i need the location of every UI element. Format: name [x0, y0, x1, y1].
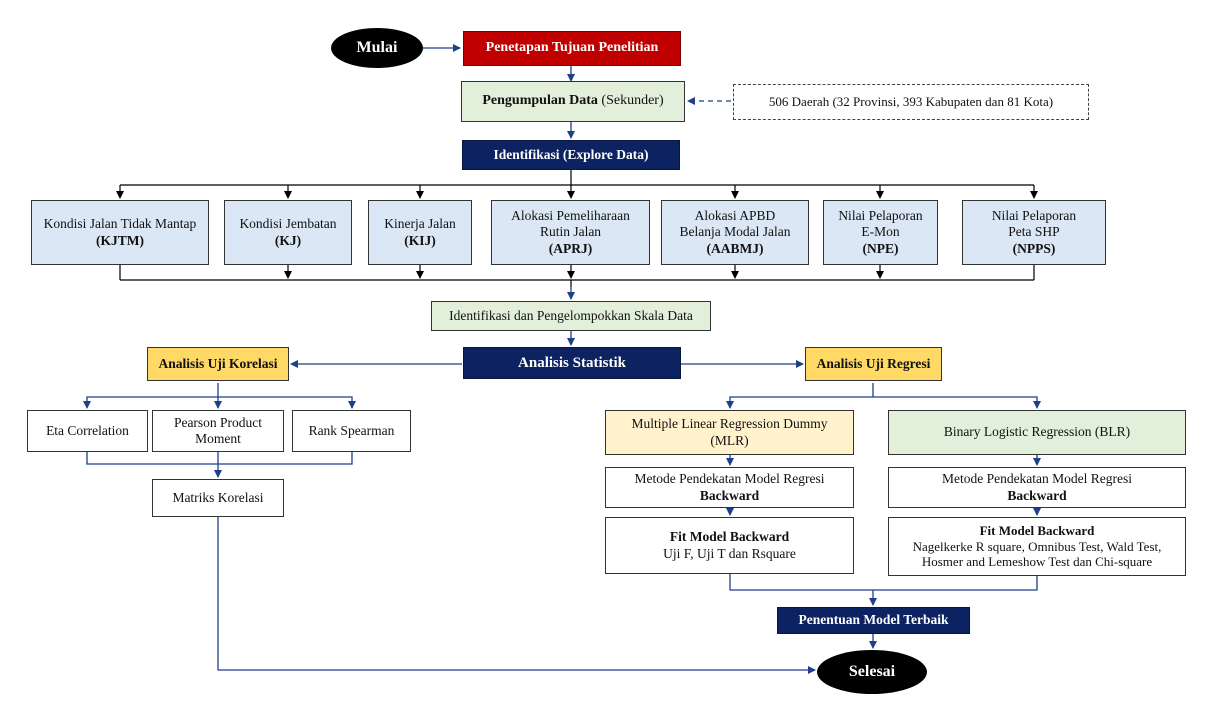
identify-box: Identifikasi (Explore Data)	[462, 140, 680, 170]
variable-aprj: Alokasi Pemeliharaan Rutin Jalan (APRJ)	[491, 200, 650, 265]
goal-box: Penetapan Tujuan Penelitian	[463, 31, 681, 66]
collection-bold: Pengumpulan Data	[482, 93, 598, 109]
fit-title: Fit Model Backward	[979, 523, 1095, 539]
scale-box: Identifikasi dan Pengelompokkan Skala Da…	[431, 301, 711, 331]
regression-label: Analisis Uji Regresi	[816, 355, 931, 371]
variable-kjtm: Kondisi Jalan Tidak Mantap (KJTM)	[31, 200, 209, 265]
method-eta: Eta Correlation	[27, 410, 148, 452]
variable-code: (KJTM)	[96, 232, 144, 248]
variable-aabmj: Alokasi APBD Belanja Modal Jalan (AABMJ)	[661, 200, 809, 265]
variable-code: (NPPS)	[1012, 240, 1056, 256]
variable-code: (AABMJ)	[706, 240, 764, 256]
fit-detail: Hosmer and Lemeshow Test dan Chi-square	[921, 554, 1153, 570]
variable-line: Nilai Pelaporan	[838, 208, 923, 224]
collection-normal: (Sekunder)	[601, 93, 664, 109]
variable-line: Alokasi Pemeliharaan	[511, 208, 630, 224]
matrix-box: Matriks Korelasi	[152, 479, 284, 517]
approach-bold: Backward	[1007, 487, 1067, 503]
variable-line: Peta SHP	[1008, 224, 1060, 240]
statistic-label: Analisis Statistik	[518, 355, 626, 371]
variable-code: (KJ)	[274, 232, 302, 248]
blr-fit-box: Fit Model Backward Nagelkerke R square, …	[888, 517, 1186, 576]
blr-approach-box: Metode Pendekatan Model Regresi Backward	[888, 467, 1186, 508]
variable-code: (KIJ)	[404, 232, 436, 248]
fit-detail: Uji F, Uji T dan Rsquare	[663, 545, 796, 561]
fit-detail: Nagelkerke R square, Omnibus Test, Wald …	[912, 538, 1162, 554]
variable-line: Belanja Modal Jalan	[679, 224, 791, 240]
statistic-box: Analisis Statistik	[463, 347, 681, 379]
start-label: Mulai	[356, 39, 398, 57]
method-line: Moment	[195, 431, 241, 446]
variable-npe: Nilai Pelaporan E-Mon (NPE)	[823, 200, 938, 265]
source-label: 506 Daerah (32 Provinsi, 393 Kabupaten d…	[768, 94, 1054, 110]
fit-title: Fit Model Backward	[669, 529, 790, 545]
method-line: Rank Spearman	[308, 422, 395, 438]
blr-box: Binary Logistic Regression (BLR)	[888, 410, 1186, 455]
variable-line: E-Mon	[861, 224, 900, 240]
regression-box: Analisis Uji Regresi	[805, 347, 942, 381]
method-spearman: Rank Spearman	[292, 410, 411, 452]
correlation-label: Analisis Uji Korelasi	[158, 355, 278, 371]
mlr-line: Multiple Linear Regression Dummy	[631, 416, 828, 432]
scale-label: Identifikasi dan Pengelompokkan Skala Da…	[449, 307, 693, 323]
goal-label: Penetapan Tujuan Penelitian	[485, 40, 659, 56]
variable-line: Kondisi Jembatan	[239, 216, 337, 232]
mlr-line: (MLR)	[710, 432, 749, 448]
variable-code: (NPE)	[862, 240, 899, 256]
variable-kij: Kinerja Jalan (KIJ)	[368, 200, 472, 265]
source-box: 506 Daerah (32 Provinsi, 393 Kabupaten d…	[733, 84, 1089, 120]
collection-box: Pengumpulan Data (Sekunder)	[461, 81, 685, 122]
method-line: Pearson Product	[173, 414, 263, 430]
variable-line: Alokasi APBD	[694, 208, 776, 224]
mlr-approach-box: Metode Pendekatan Model Regresi Backward	[605, 467, 854, 508]
mlr-box: Multiple Linear Regression Dummy (MLR)	[605, 410, 854, 455]
method-line: Eta Correlation	[46, 422, 129, 438]
correlation-box: Analisis Uji Korelasi	[147, 347, 289, 381]
variable-kj: Kondisi Jembatan (KJ)	[224, 200, 352, 265]
variable-line: Nilai Pelaporan	[991, 208, 1077, 224]
approach-bold: Backward	[699, 487, 760, 503]
best-model-label: Penentuan Model Terbaik	[798, 612, 949, 628]
matrix-label: Matriks Korelasi	[172, 489, 264, 505]
variable-npps: Nilai Pelaporan Peta SHP (NPPS)	[962, 200, 1106, 265]
variable-code: (APRJ)	[548, 240, 593, 256]
mlr-fit-box: Fit Model Backward Uji F, Uji T dan Rsqu…	[605, 517, 854, 574]
approach-line: Metode Pendekatan Model Regresi	[634, 471, 825, 487]
end-label: Selesai	[848, 663, 896, 681]
best-model-box: Penentuan Model Terbaik	[777, 607, 970, 634]
start-oval: Mulai	[331, 28, 423, 68]
variable-line: Kondisi Jalan Tidak Mantap	[43, 216, 197, 232]
identify-label: Identifikasi (Explore Data)	[493, 146, 649, 162]
variable-line: Kinerja Jalan	[384, 216, 456, 232]
method-pearson: Pearson Product Moment	[152, 410, 284, 452]
blr-label: Binary Logistic Regression (BLR)	[943, 424, 1131, 440]
end-oval: Selesai	[817, 650, 927, 694]
approach-line: Metode Pendekatan Model Regresi	[941, 471, 1133, 487]
variable-line: Rutin Jalan	[539, 224, 602, 240]
